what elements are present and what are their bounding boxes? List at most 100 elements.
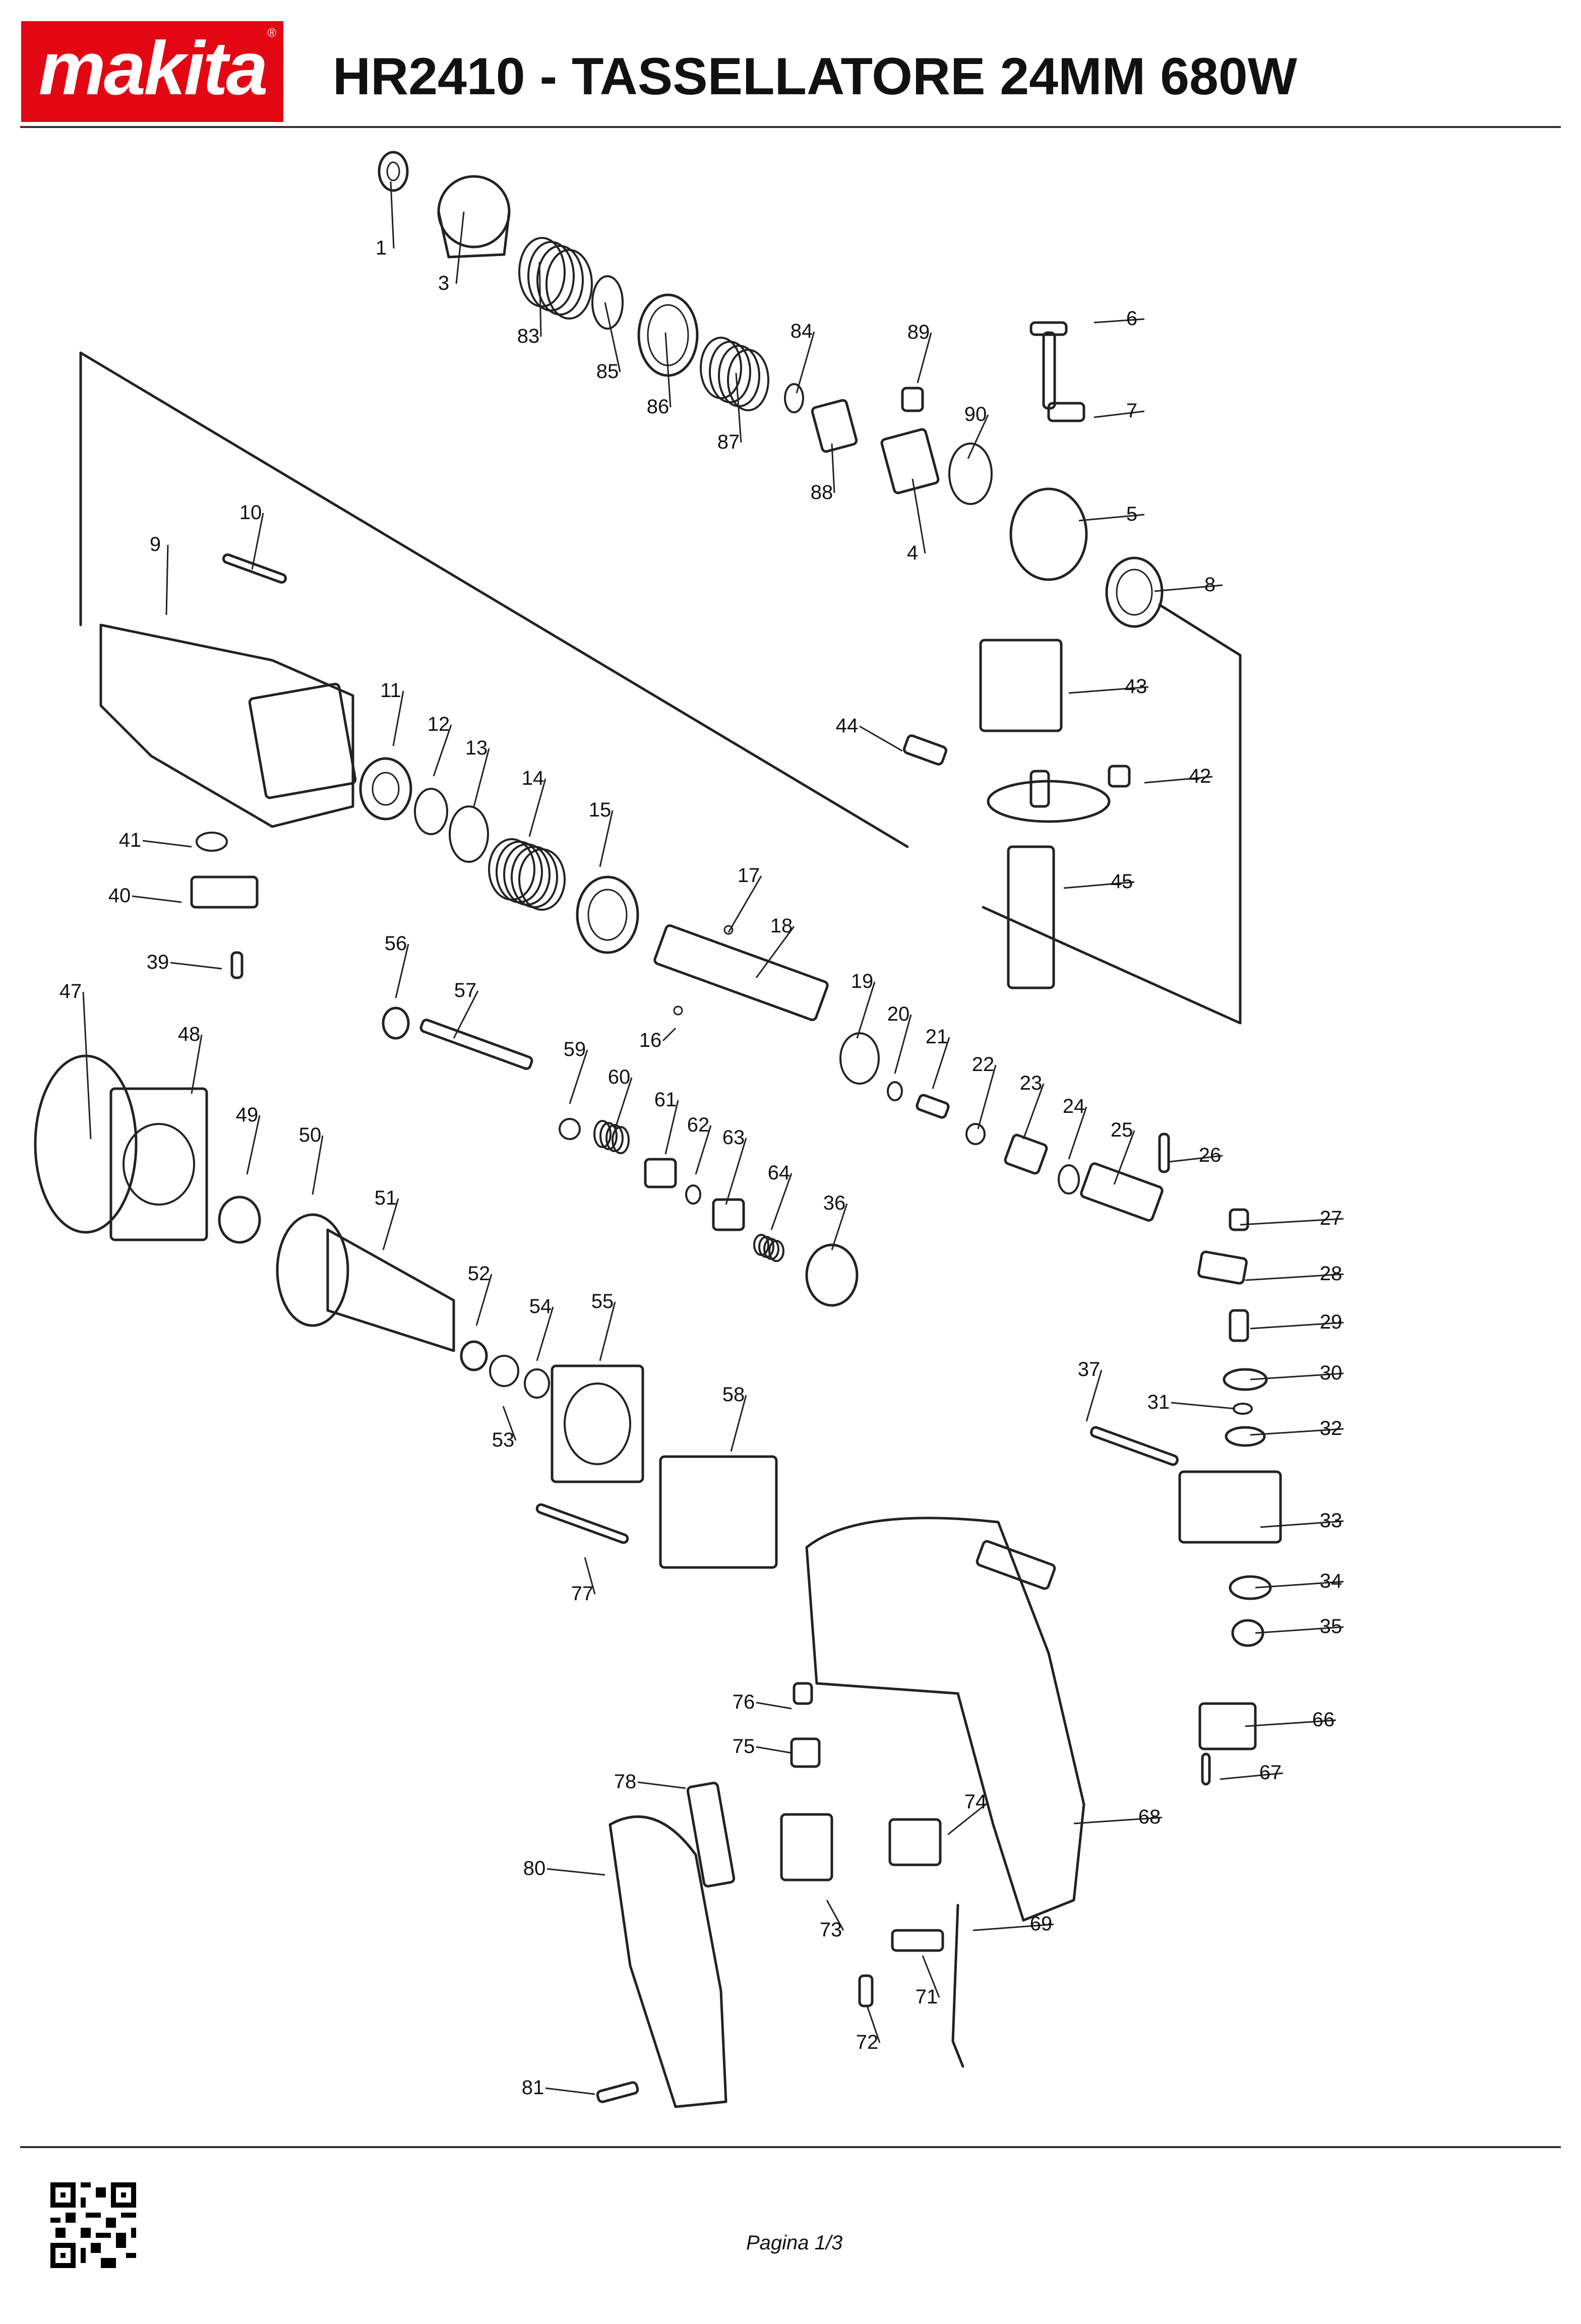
- leader-line-29: [1250, 1322, 1344, 1330]
- part-44-screw: [903, 734, 947, 766]
- part-15-gear: [576, 875, 639, 954]
- part-label-81: 81: [522, 2077, 544, 2099]
- leader-line-31: [1171, 1402, 1236, 1410]
- part-label-77: 77: [571, 1583, 594, 1605]
- part-48-plate: [109, 1087, 208, 1241]
- leader-line-16: [662, 1027, 677, 1042]
- leader-line-49: [246, 1115, 261, 1175]
- part-7-nut: [1047, 402, 1085, 422]
- part-label-14: 14: [522, 767, 544, 789]
- part-label-35: 35: [1320, 1615, 1343, 1638]
- part-68-body: [805, 1517, 1085, 1922]
- leader-line-17: [727, 875, 762, 933]
- leader-line-72: [866, 2005, 881, 2043]
- leader-line-51: [382, 1198, 399, 1250]
- part-label-62: 62: [687, 1114, 710, 1136]
- leader-line-39: [170, 962, 222, 970]
- leader-line-32: [1250, 1428, 1344, 1436]
- part-label-88: 88: [811, 481, 833, 504]
- part-72-screw: [858, 1974, 874, 2007]
- part-77-bolt: [535, 1503, 629, 1544]
- part-label-47: 47: [59, 980, 82, 1002]
- part-label-58: 58: [722, 1384, 745, 1406]
- part-49-bearing: [218, 1196, 261, 1244]
- part-label-89: 89: [907, 321, 930, 343]
- part-label-73: 73: [820, 1919, 842, 1941]
- part-label-55: 55: [591, 1290, 614, 1312]
- leader-line-6: [1093, 318, 1145, 324]
- leader-line-60: [614, 1077, 633, 1129]
- leader-line-73: [826, 1900, 844, 1931]
- part-40-switch: [190, 875, 259, 909]
- leader-line-27: [1240, 1218, 1344, 1226]
- part-label-30: 30: [1320, 1362, 1343, 1384]
- leader-line-5: [1078, 514, 1145, 522]
- part-label-85: 85: [596, 360, 619, 383]
- header-divider: [20, 126, 1561, 128]
- part-label-26: 26: [1199, 1144, 1222, 1166]
- leader-line-87: [735, 372, 742, 443]
- leader-line-86: [664, 332, 672, 408]
- part-5-clamp: [1009, 487, 1088, 581]
- part-45-grip: [1007, 845, 1055, 989]
- part-label-69: 69: [1030, 1913, 1053, 1935]
- leader-line-58: [730, 1395, 747, 1452]
- part-18-spindle: [653, 924, 829, 1021]
- brand-wordmark: makita: [38, 26, 268, 110]
- part-23-striker: [1004, 1134, 1048, 1175]
- part-55-baffle: [551, 1364, 644, 1483]
- leader-line-26: [1169, 1155, 1223, 1163]
- part-label-16: 16: [639, 1029, 662, 1051]
- leader-line-9: [165, 544, 169, 615]
- leader-line-10: [251, 513, 264, 570]
- part-label-33: 33: [1320, 1510, 1343, 1532]
- leader-line-83: [538, 262, 542, 337]
- leader-line-24: [1068, 1106, 1087, 1160]
- leader-line-68: [1073, 1816, 1163, 1825]
- part-1-shape: [378, 151, 409, 192]
- makita-logo: makita ®: [21, 21, 283, 122]
- part-label-53: 53: [492, 1429, 515, 1451]
- part-41-oring: [196, 832, 228, 852]
- part-87-spring: [727, 349, 769, 411]
- part-label-27: 27: [1320, 1207, 1343, 1229]
- leader-line-11: [392, 690, 404, 746]
- part-53-ring: [489, 1355, 519, 1387]
- leader-line-14: [528, 778, 546, 837]
- part-57-shaft: [419, 1019, 533, 1070]
- leader-line-57: [453, 990, 479, 1039]
- leader-line-64: [770, 1173, 793, 1230]
- part-34-bearing: [1229, 1575, 1272, 1600]
- leader-line-53: [502, 1406, 517, 1441]
- part-48-bore: [123, 1123, 195, 1206]
- leader-line-52: [475, 1274, 493, 1326]
- leader-line-90: [967, 414, 989, 459]
- part-60-spring: [612, 1126, 630, 1154]
- part-label-48: 48: [178, 1023, 201, 1045]
- part-60-spring: [605, 1124, 624, 1152]
- part-label-52: 52: [468, 1263, 491, 1285]
- leader-line-33: [1260, 1520, 1344, 1528]
- part-label-76: 76: [733, 1691, 755, 1713]
- part-56-bearing: [382, 1007, 410, 1040]
- part-11-bearing: [359, 757, 412, 821]
- part-8-inner: [1116, 569, 1153, 616]
- part-61-clutch: [644, 1158, 677, 1188]
- part-label-21: 21: [926, 1026, 948, 1048]
- part-label-1: 1: [376, 237, 387, 259]
- part-label-50: 50: [299, 1124, 322, 1146]
- leader-line-50: [312, 1135, 324, 1195]
- leader-line-25: [1113, 1130, 1135, 1185]
- part-label-40: 40: [108, 885, 131, 907]
- footer-divider: [20, 2146, 1561, 2148]
- part-label-67: 67: [1259, 1762, 1282, 1784]
- leader-line-43: [1068, 686, 1149, 694]
- part-label-28: 28: [1320, 1263, 1343, 1285]
- part-label-7: 7: [1126, 400, 1137, 422]
- part-89-cap: [901, 387, 924, 412]
- part-13-ring: [449, 805, 489, 863]
- leader-line-36: [831, 1203, 848, 1250]
- leader-line-28: [1245, 1273, 1344, 1281]
- part-37-bolt: [1090, 1426, 1179, 1466]
- part-label-45: 45: [1111, 870, 1133, 893]
